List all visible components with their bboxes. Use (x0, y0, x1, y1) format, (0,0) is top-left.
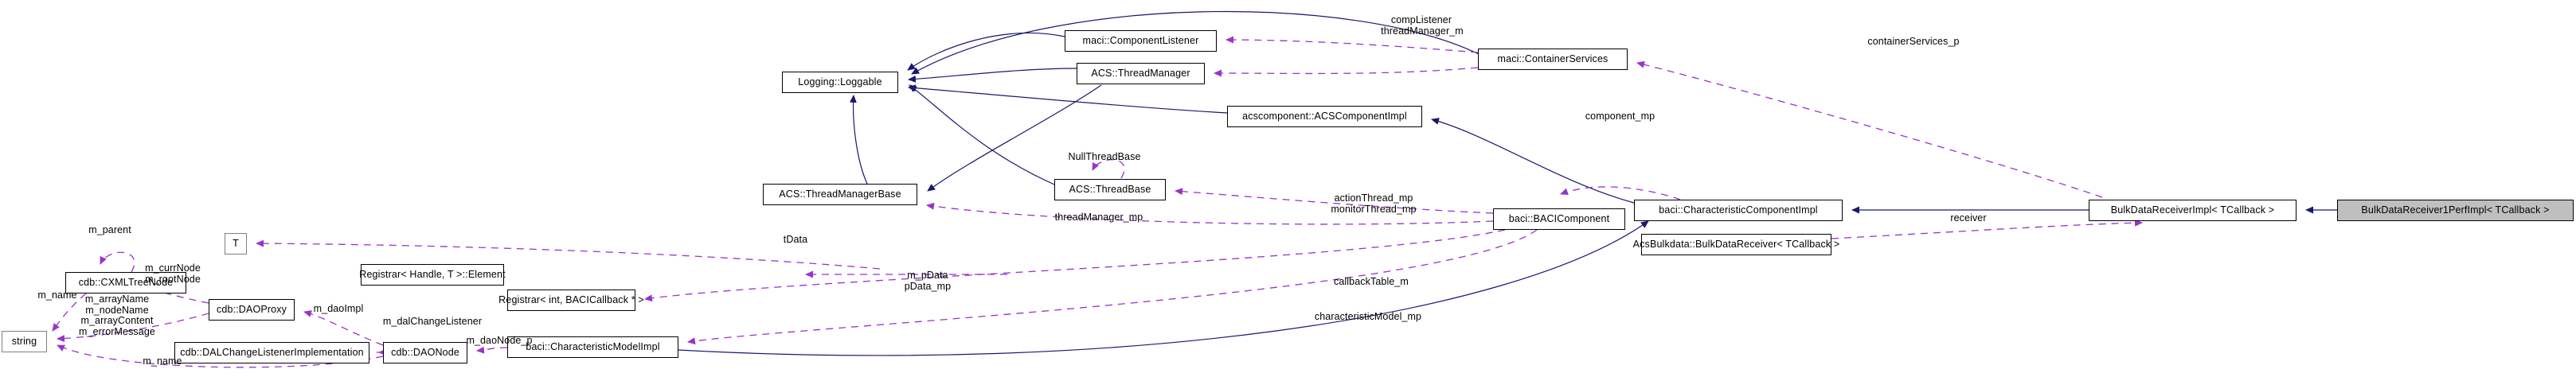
edge-label-m-name-left: m_name (37, 290, 77, 301)
node-label: ACS::ThreadBase (1069, 184, 1151, 196)
node-label: cdb::DAONode (391, 347, 459, 359)
edge-label-threadmanager-mp: threadManager_mp (1054, 212, 1143, 223)
node-label: baci::CharacteristicModelImpl (526, 341, 660, 353)
edge-label-m-arrayname-group: m_arrayName m_nodeName m_arrayContent m_… (79, 293, 155, 337)
node-label: Registrar< int, BACICallback * > (498, 294, 644, 306)
node-cdb-dalchangelistenerimplementation[interactable]: cdb::DALChangeListenerImplementation (174, 342, 369, 363)
edge-label-m-daoimpl: m_daoImpl (313, 303, 364, 314)
edge-label-m-daonode-p: m_daoNode_p (466, 335, 533, 346)
edge-label-receiver: receiver (1950, 212, 1987, 223)
node-label: baci::BACIComponent (1508, 213, 1610, 225)
edge-label-component-mp: component_mp (1585, 111, 1655, 122)
edge-label-m-parent: m_parent (88, 224, 131, 235)
node-label: maci::ComponentListener (1082, 35, 1199, 47)
node-label: ACS::ThreadManagerBase (779, 188, 901, 200)
edge-label-nullthreadbase: NullThreadBase (1068, 151, 1141, 162)
node-registrar-handle-t-element[interactable]: Registrar< Handle, T >::Element (359, 264, 506, 286)
node-label: string (11, 336, 37, 348)
node-label: cdb::CXMLTreeNode (78, 277, 174, 289)
edge-label-complistener: compListener (1390, 14, 1452, 25)
edge-label-callbacktable-m: callbackTable_m (1334, 276, 1409, 287)
node-acs-threadmanagerbase[interactable]: ACS::ThreadManagerBase (763, 184, 917, 205)
node-logging-loggable[interactable]: Logging::Loggable (782, 72, 898, 93)
node-registrar-int-bacicallback[interactable]: Registrar< int, BACICallback * > (498, 290, 644, 311)
edge-label-m-pdata: m_pData pData_mp (904, 270, 952, 292)
node-label: ACS::ThreadManager (1091, 68, 1190, 80)
node-label: cdb::DALChangeListenerImplementation (180, 347, 364, 359)
node-acsbulkdata-bulkdatareceiver[interactable]: AcsBulkdata::BulkDataReceiver< TCallback… (1633, 234, 1839, 255)
node-cdb-daoproxy[interactable]: cdb::DAOProxy (209, 299, 295, 321)
node-label: baci::CharacteristicComponentImpl (1659, 204, 1818, 216)
node-maci-componentlistener[interactable]: maci::ComponentListener (1065, 30, 1217, 52)
node-baci-characteristiccomponentimpl[interactable]: baci::CharacteristicComponentImpl (1634, 200, 1843, 221)
node-label: Logging::Loggable (798, 76, 882, 88)
node-label: BulkDataReceiverImpl< TCallback > (2110, 204, 2275, 216)
node-string[interactable]: string (2, 331, 47, 352)
edge-label-tdata: tData (783, 234, 808, 245)
edge-label-containerservices-p: containerServices_p (1867, 36, 1960, 47)
edge-label-characteristicmodel-mp: characteristicModel_mp (1314, 311, 1422, 322)
node-label: T (233, 238, 239, 250)
node-acs-threadmanager[interactable]: ACS::ThreadManager (1077, 63, 1205, 84)
edge-label-threadmanager-m: threadManager_m (1381, 25, 1464, 37)
edge-label-m-name-bottom: m_name (143, 356, 182, 367)
node-baci-bacicomponent[interactable]: baci::BACIComponent (1493, 208, 1625, 230)
node-cdb-cxmltreenode[interactable]: cdb::CXMLTreeNode (65, 272, 186, 293)
node-label: maci::ContainerServices (1497, 53, 1609, 65)
node-label: acscomponent::ACSComponentImpl (1242, 111, 1407, 122)
node-acscomponent-acscomponentimpl[interactable]: acscomponent::ACSComponentImpl (1227, 106, 1422, 127)
node-baci-characteristicmodelimpl[interactable]: baci::CharacteristicModelImpl (507, 336, 678, 358)
node-label: cdb::DAOProxy (216, 304, 287, 316)
edge-label-m-dalchangelistener: m_dalChangeListener (382, 316, 483, 327)
node-t[interactable]: T (225, 233, 247, 255)
edge-label-action-monitor-thread-mp: actionThread_mp monitorThread_mp (1331, 192, 1417, 215)
node-acs-threadbase[interactable]: ACS::ThreadBase (1054, 179, 1166, 200)
node-maci-containerservices[interactable]: maci::ContainerServices (1478, 49, 1628, 70)
node-cdb-daonode[interactable]: cdb::DAONode (383, 342, 467, 363)
node-label: AcsBulkdata::BulkDataReceiver< TCallback… (1632, 239, 1840, 251)
node-label: BulkDataReceiver1PerfImpl< TCallback > (2361, 204, 2550, 216)
node-bulkdatareceiver1perfimpl[interactable]: BulkDataReceiver1PerfImpl< TCallback > (2337, 200, 2574, 221)
edge-label-m-currnode-rootnode: m_currNode m_rootNode (145, 262, 201, 285)
node-bulkdatareceiverimpl[interactable]: BulkDataReceiverImpl< TCallback > (2089, 200, 2297, 221)
node-label: Registrar< Handle, T >::Element (359, 269, 506, 281)
